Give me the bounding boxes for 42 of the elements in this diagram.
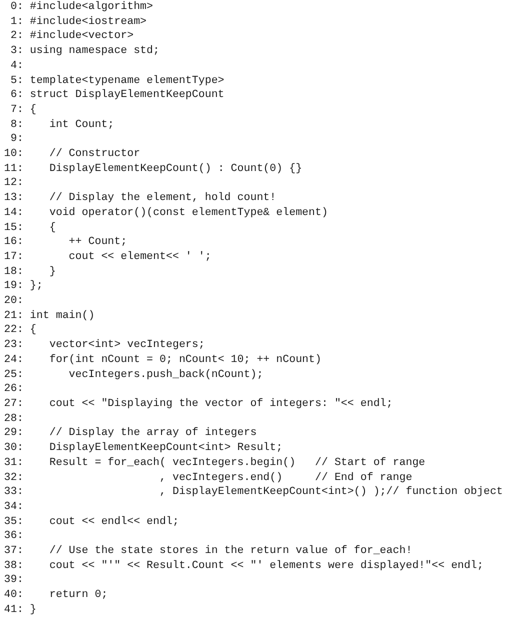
code-line: 2: #include<vector> <box>9 29 134 44</box>
code-line: 31: Result = for_each( vecIntegers.begin() // Start of range <box>4 456 426 470</box>
code-line: 37: // Use the state stores in the return value of for_each! <box>4 544 412 559</box>
code-line: 21: int main() <box>4 308 95 324</box>
code-line: 28: <box>4 412 24 426</box>
code-line: 13: // Display the element, hold count! <box>4 191 276 206</box>
code-line: 12: <box>4 176 24 192</box>
code-line: 17: cout << element<< ' '; <box>4 250 212 265</box>
code-line: 38: cout << "'" << Result.Count << "' elements were displayed!"<< endl; <box>4 558 484 574</box>
code-line: 26: <box>4 382 24 397</box>
code-line: 14: void operator()(const elementType& element) <box>4 206 328 221</box>
code-line: 24: for(int nCount = 0; nCount< 10; ++ nCount) <box>4 352 322 368</box>
code-line: 3: using namespace std; <box>9 44 160 59</box>
code-line: 4: <box>9 58 24 74</box>
code-line: 15: { <box>4 220 56 236</box>
code-line: 29: // Display the array of integers <box>4 426 257 442</box>
code-line: 5: template<typename elementType> <box>9 74 224 88</box>
code-line: 22: { <box>4 323 36 338</box>
code-line: 41: } <box>4 602 36 618</box>
code-line: 35: cout << endl<< endl; <box>4 514 179 530</box>
code-line: 32: , vecIntegers.end() // End of range <box>4 470 412 486</box>
code-line: 7: { <box>9 102 36 118</box>
code-line: 27: cout << "Displaying the vector of integers: "<< endl; <box>4 396 393 412</box>
code-line: 36: <box>4 529 24 544</box>
code-line: 34: <box>4 500 24 515</box>
code-line: 25: vecIntegers.push_back(nCount); <box>4 368 264 382</box>
code-line: 16: ++ Count; <box>4 235 128 250</box>
code-line: 40: return 0; <box>4 588 108 603</box>
code-line: 19: }; <box>4 279 43 294</box>
code-line: 0: #include<algorithm> <box>9 0 154 15</box>
code-line: 39: <box>4 573 24 588</box>
code-line: 11: DisplayElementKeepCount() : Count(0) {} <box>4 162 302 176</box>
code-line: 23: vector<int> vecIntegers; <box>4 338 205 353</box>
code-line: 30: DisplayElementKeepCount<int> Result; <box>4 441 283 456</box>
code-line: 8: int Count; <box>9 118 114 132</box>
code-line: 10: // Constructor <box>4 147 140 162</box>
code-line: 6: struct DisplayElementKeepCount <box>9 88 224 103</box>
code-line: 20: <box>4 294 24 309</box>
code-line: 9: <box>9 132 24 148</box>
code-line: 1: #include<iostream> <box>9 14 147 30</box>
code-line: 33: , DisplayElementKeepCount<int>() );// function object <box>4 485 503 500</box>
code-line: 18: } <box>4 264 56 280</box>
